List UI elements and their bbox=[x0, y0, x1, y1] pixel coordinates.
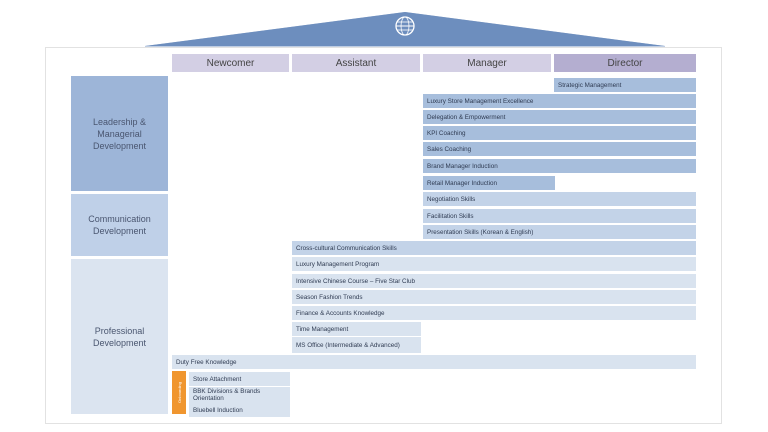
program-bar: Facilitation Skills bbox=[423, 209, 696, 223]
program-bar: Retail Manager Induction bbox=[423, 176, 555, 190]
program-bar: Cross-cultural Communication Skills bbox=[292, 241, 696, 255]
category-professional-label: Professional Development bbox=[92, 325, 147, 348]
program-bar: Intensive Chinese Course – Five Star Clu… bbox=[292, 274, 696, 288]
program-bar: Luxury Management Program bbox=[292, 257, 696, 271]
program-bar: Store Attachment bbox=[189, 372, 290, 386]
program-bar: Strategic Management bbox=[554, 78, 696, 92]
level-header-director: Director bbox=[554, 54, 696, 72]
category-communication-label: Communication Development bbox=[88, 214, 151, 236]
program-bar: Finance & Accounts Knowledge bbox=[292, 306, 696, 320]
program-bar: Delegation & Empowerment bbox=[423, 110, 696, 124]
program-bar: Bluebell Induction bbox=[189, 403, 290, 417]
program-bar: Duty Free Knowledge bbox=[172, 355, 696, 369]
category-professional: Professional Development bbox=[71, 259, 168, 414]
program-bar: BBK Divisions & Brands Orientation bbox=[189, 387, 290, 403]
program-bar: Luxury Store Management Excellence bbox=[423, 94, 696, 108]
onboarding-tab-label: Onboarding bbox=[176, 382, 182, 403]
house-roof bbox=[145, 12, 665, 50]
level-header-assistant: Assistant bbox=[292, 54, 420, 72]
program-bar: MS Office (Intermediate & Advanced) bbox=[292, 337, 421, 353]
category-leadership-label: Leadership & Managerial Development bbox=[92, 116, 147, 151]
program-bar: Time Management bbox=[292, 322, 421, 336]
globe-icon bbox=[395, 16, 415, 36]
program-bar: Sales Coaching bbox=[423, 142, 696, 156]
program-bar: KPI Coaching bbox=[423, 126, 696, 140]
category-leadership: Leadership & Managerial Development bbox=[71, 76, 168, 191]
level-header-newcomer: Newcomer bbox=[172, 54, 289, 72]
program-bar: Presentation Skills (Korean & English) bbox=[423, 225, 696, 239]
category-communication: Communication Development bbox=[71, 194, 168, 256]
level-header-manager: Manager bbox=[423, 54, 551, 72]
onboarding-tab: Onboarding bbox=[172, 371, 186, 414]
program-bar: Negotiation Skills bbox=[423, 192, 696, 206]
program-bar: Season Fashion Trends bbox=[292, 290, 696, 304]
program-bar: Brand Manager Induction bbox=[423, 159, 696, 173]
